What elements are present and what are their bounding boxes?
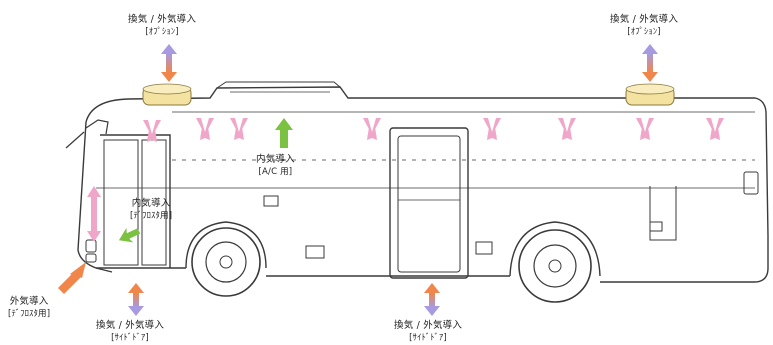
label-vent-roof-right-main: 換気 / 外気導入 bbox=[610, 14, 679, 25]
rear-wheel bbox=[518, 229, 592, 303]
label-recirc-defroster: 内気導入 [ﾃﾞﾌﾛｽﾀ用] bbox=[130, 198, 172, 222]
cabin-airflow-arrows bbox=[143, 118, 724, 142]
recirc-ac-arrow bbox=[275, 118, 293, 148]
airflow-arrow bbox=[196, 118, 214, 140]
vent-arrow-side-door-front bbox=[128, 283, 144, 316]
airflow-arrow bbox=[143, 120, 161, 142]
label-side-door-front-sub: [ｻｲﾄﾞﾄﾞｱ] bbox=[111, 333, 149, 343]
airflow-arrow bbox=[483, 118, 501, 140]
label-side-door-front-main: 換気 / 外気導入 bbox=[96, 320, 165, 331]
airflow-arrow bbox=[636, 118, 654, 140]
label-fresh-defroster: 外気導入 [ﾃﾞﾌﾛｽﾀ用] bbox=[8, 296, 50, 320]
recirc-defroster-arrow bbox=[118, 227, 141, 243]
airflow-arrow bbox=[230, 118, 248, 140]
label-side-door-rear-sub: [ｻｲﾄﾞﾄﾞｱ] bbox=[409, 333, 447, 343]
airflow-arrow bbox=[558, 118, 576, 140]
vent-arrow-side-door-rear bbox=[424, 283, 440, 316]
label-vent-roof-left-sub: [ｵﾌﾟｼｮﾝ] bbox=[145, 27, 179, 37]
label-recirc-ac-sub: [A/C 用] bbox=[258, 167, 293, 177]
bus-body bbox=[65, 81, 769, 283]
label-fresh-defroster-main: 外気導入 bbox=[9, 296, 49, 307]
label-side-door-front: 換気 / 外気導入 [ｻｲﾄﾞﾄﾞｱ] bbox=[96, 320, 164, 344]
label-vent-roof-left-main: 換気 / 外気導入 bbox=[128, 14, 197, 25]
airflow-arrow bbox=[363, 118, 381, 140]
label-vent-roof-right: 換気 / 外気導入 [ｵﾌﾟｼｮﾝ] bbox=[610, 14, 678, 38]
airflow-arrow bbox=[706, 118, 724, 140]
label-recirc-defroster-main: 内気導入 bbox=[131, 198, 171, 209]
vent-arrow-roof-right bbox=[642, 44, 658, 82]
roof-vent-unit-right bbox=[625, 83, 675, 106]
label-side-door-rear: 換気 / 外気導入 [ｻｲﾄﾞﾄﾞｱ] bbox=[394, 320, 462, 344]
label-vent-roof-right-sub: [ｵﾌﾟｼｮﾝ] bbox=[627, 27, 661, 37]
fresh-air-defroster-arrow bbox=[58, 262, 86, 294]
label-vent-roof-left: 換気 / 外気導入 [ｵﾌﾟｼｮﾝ] bbox=[128, 14, 196, 38]
front-wheel bbox=[191, 227, 261, 297]
label-recirc-defroster-sub: [ﾃﾞﾌﾛｽﾀ用] bbox=[130, 211, 173, 221]
label-side-door-rear-main: 換気 / 外気導入 bbox=[394, 320, 463, 331]
vent-arrow-roof-left bbox=[161, 44, 177, 82]
label-fresh-defroster-sub: [ﾃﾞﾌﾛｽﾀ用] bbox=[8, 309, 51, 319]
defroster-flow-arrow bbox=[87, 186, 101, 242]
roof-vent-unit-left bbox=[142, 83, 192, 106]
label-recirc-ac: 内気導入 [A/C 用] bbox=[256, 154, 295, 178]
label-recirc-ac-main: 内気導入 bbox=[256, 154, 295, 165]
